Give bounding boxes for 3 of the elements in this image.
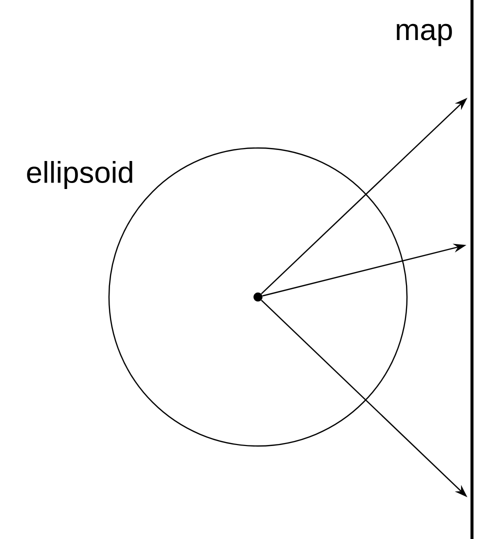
text-label: map	[396, 24, 452, 46]
center-dot	[254, 292, 262, 302]
text-label: ellipsoid	[27, 161, 132, 189]
